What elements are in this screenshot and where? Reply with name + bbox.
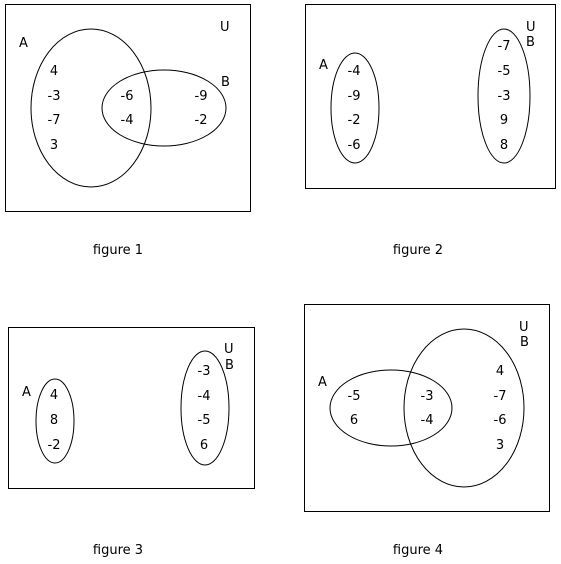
set-b-ellipse [180, 350, 230, 466]
set-b-ellipse [477, 28, 531, 164]
set-a-ellipse [35, 378, 75, 464]
figure-caption: figure 2 [393, 243, 443, 258]
set-a-value: 6 [350, 413, 358, 428]
set-a-value: -4 [348, 64, 361, 79]
universe-label: U [224, 342, 234, 357]
set-b-label: B [526, 35, 535, 50]
set-a-value: -2 [48, 438, 61, 453]
set-b-label: B [225, 358, 234, 373]
set-b-ellipse [101, 69, 227, 147]
intersection-value: -6 [121, 89, 134, 104]
set-a-value: -9 [348, 89, 361, 104]
set-b-value: 9 [500, 113, 508, 128]
figure-2: U A B -4 -9 -2 -6 -7 -5 -3 9 8 figure 2 [305, 4, 556, 258]
set-a-ellipse [329, 369, 453, 447]
set-b-value: -5 [498, 64, 511, 79]
figure-caption: figure 4 [393, 543, 443, 558]
set-a-value: 4 [50, 388, 58, 403]
intersection-value: -3 [421, 389, 434, 404]
set-b-label: B [520, 335, 529, 350]
set-a-value: -2 [348, 113, 361, 128]
set-b-value: 6 [200, 438, 208, 453]
set-b-value: -7 [494, 389, 507, 404]
universe-box [304, 304, 550, 512]
set-b-value: -6 [494, 413, 507, 428]
figure-4: U A B -5 6 -3 -4 4 -7 -6 3 figure 4 [304, 304, 550, 558]
set-a-label: A [19, 36, 28, 51]
set-b-value: -3 [498, 89, 511, 104]
set-a-value: -5 [348, 389, 361, 404]
set-a-ellipse [330, 52, 380, 164]
figure-1: U A B 4 -3 -7 3 -6 -4 -9 -2 figure 1 [5, 4, 251, 258]
set-a-value: -6 [348, 138, 361, 153]
set-a-label: A [319, 58, 328, 73]
set-a-value: -7 [48, 113, 61, 128]
set-a-value: -3 [48, 89, 61, 104]
set-a-ellipse [30, 28, 152, 188]
set-a-value: 4 [50, 64, 58, 79]
set-a-label: A [318, 375, 327, 390]
set-a-label: A [22, 385, 31, 400]
set-b-value: -2 [195, 113, 208, 128]
set-b-ellipse [403, 328, 525, 488]
universe-box [305, 4, 556, 189]
universe-label: U [519, 320, 529, 335]
set-b-value: -5 [198, 413, 211, 428]
figure-3: U A B 4 8 -2 -3 -4 -5 6 figure 3 [8, 327, 255, 558]
set-b-label: B [221, 75, 230, 90]
universe-label: U [526, 20, 536, 35]
set-a-value: 3 [50, 138, 58, 153]
intersection-value: -4 [121, 113, 134, 128]
figure-caption: figure 3 [93, 543, 143, 558]
set-b-value: -4 [198, 389, 211, 404]
set-b-value: -9 [195, 89, 208, 104]
set-b-value: -3 [198, 364, 211, 379]
set-b-value: 3 [496, 438, 504, 453]
universe-box [8, 327, 255, 489]
set-b-value: -7 [498, 39, 511, 54]
universe-label: U [220, 20, 230, 35]
set-b-value: 4 [496, 364, 504, 379]
figure-caption: figure 1 [93, 243, 143, 258]
set-a-value: 8 [50, 413, 58, 428]
universe-box [5, 4, 251, 212]
intersection-value: -4 [421, 413, 434, 428]
set-b-value: 8 [500, 138, 508, 153]
